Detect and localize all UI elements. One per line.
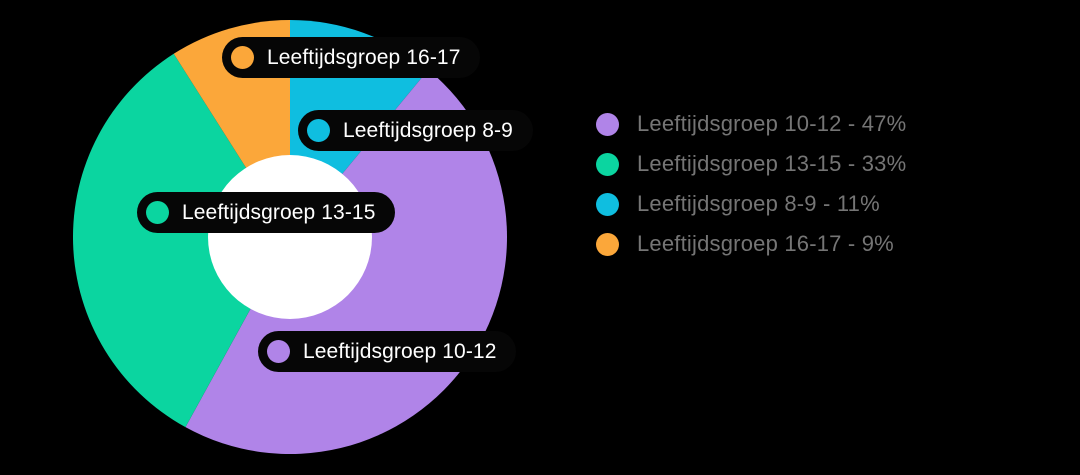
chart-legend: Leeftijdsgroep 10-12 - 47% Leeftijdsgroep… [596, 104, 906, 264]
callout-dot-age-10-12 [267, 340, 290, 363]
legend-item[interactable]: Leeftijdsgroep 10-12 - 47% [596, 104, 906, 144]
callout-age-16-17[interactable]: Leeftijdsgroep 16-17 [222, 37, 481, 78]
legend-swatch-icon [596, 112, 619, 136]
callout-age-10-12[interactable]: Leeftijdsgroep 10-12 [258, 331, 517, 372]
legend-item[interactable]: Leeftijdsgroep 16-17 - 9% [596, 224, 906, 264]
legend-item-label: Leeftijdsgroep 8-9 - 11% [637, 191, 880, 216]
donut-slice-s1315[interactable] [73, 53, 290, 428]
legend-swatch-icon [596, 232, 619, 256]
legend-swatch-icon [596, 192, 619, 216]
callout-age-13-15[interactable]: Leeftijdsgroep 13-15 [137, 192, 396, 233]
legend-item[interactable]: Leeftijdsgroep 8-9 - 11% [596, 184, 906, 224]
callout-dot-age-13-15 [146, 201, 169, 224]
callout-age-8-9[interactable]: Leeftijdsgroep 8-9 [298, 110, 533, 151]
legend-item-label: Leeftijdsgroep 13-15 - 33% [637, 151, 907, 176]
legend-swatch-icon [596, 152, 619, 176]
legend-item[interactable]: Leeftijdsgroep 13-15 - 33% [596, 144, 906, 184]
donut-center-hole [208, 155, 372, 319]
callout-label-age-10-12: Leeftijdsgroep 10-12 [303, 340, 497, 363]
callout-label-age-13-15: Leeftijdsgroep 13-15 [182, 201, 376, 224]
callout-label-age-16-17: Leeftijdsgroep 16-17 [267, 46, 461, 69]
callout-dot-age-8-9 [307, 119, 330, 142]
callout-label-age-8-9: Leeftijdsgroep 8-9 [343, 119, 513, 142]
legend-item-label: Leeftijdsgroep 16-17 - 9% [637, 231, 894, 256]
callout-dot-age-16-17 [231, 46, 254, 69]
legend-item-label: Leeftijdsgroep 10-12 - 47% [637, 111, 907, 136]
